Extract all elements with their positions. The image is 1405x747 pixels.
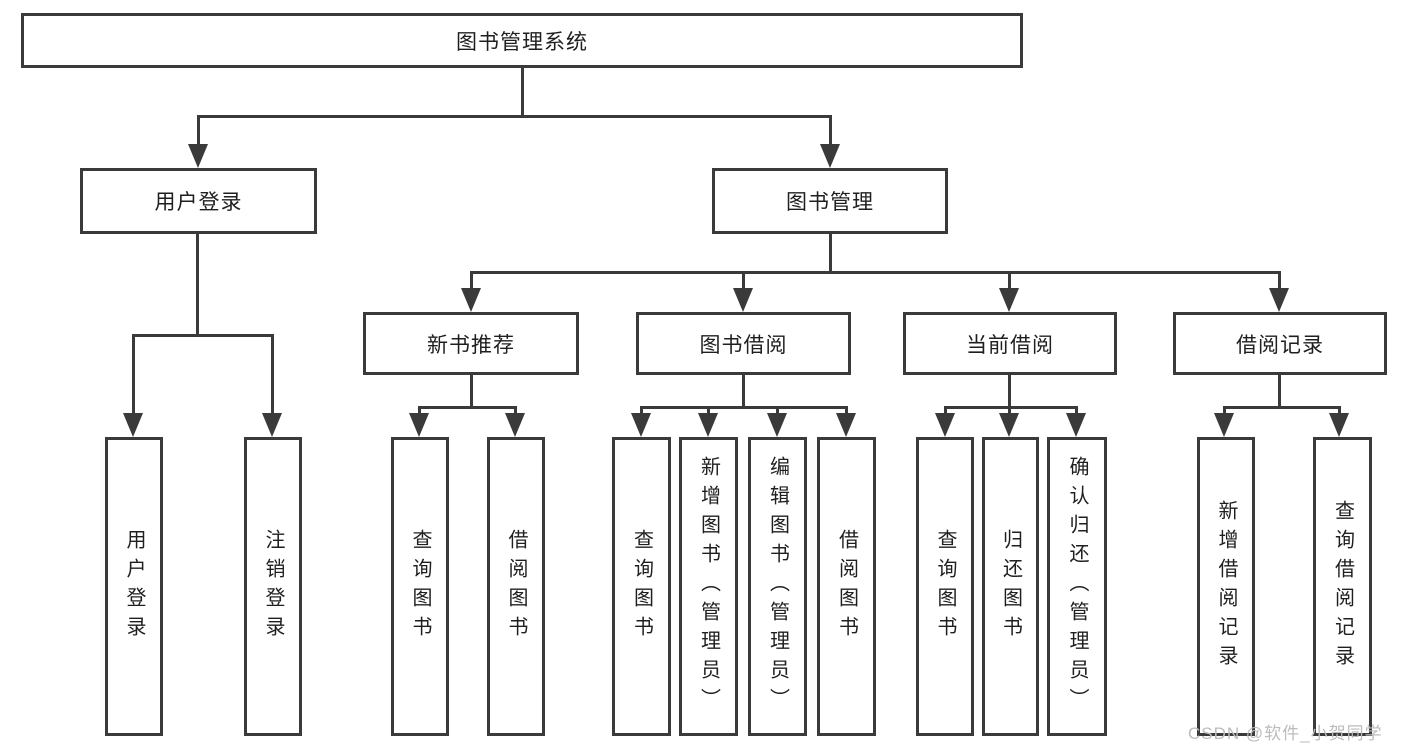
connector-book-management-stem <box>829 115 832 145</box>
connector-group-b-child4 <box>845 406 848 416</box>
connector-level1-hline <box>197 115 832 118</box>
connector-group-d-down <box>1278 375 1281 409</box>
connector-group-c-child2 <box>1008 406 1011 416</box>
node-label: 图书借阅 <box>699 333 788 357</box>
node-label: 图书管理 <box>786 191 874 214</box>
connector-group-a-child2 <box>514 406 517 416</box>
node-label: 新书推荐 <box>427 333 515 357</box>
connector-login-stem <box>132 334 135 415</box>
arrowhead-login <box>123 413 143 437</box>
arrowhead-query-books-a <box>409 413 429 437</box>
arrowhead-query-books-c <box>935 413 955 437</box>
arrowhead-borrow-books-a <box>505 413 525 437</box>
connector-group-a-child1 <box>418 406 421 416</box>
node-book-management: 图书管理 <box>712 168 948 234</box>
node-leaf-newrec-borrow-books: 借阅图书 <box>487 437 545 736</box>
arrowhead-borrow-books-b <box>836 413 856 437</box>
connector-root-stem <box>521 68 524 118</box>
arrowhead-current-borrow <box>999 288 1019 312</box>
arrowhead-return-books <box>999 413 1019 437</box>
node-label: 借阅图书 <box>835 528 858 645</box>
connector-borrow-records-stem <box>1278 271 1281 290</box>
node-leaf-query-borrow-record: 查询借阅记录 <box>1313 437 1372 736</box>
node-leaf-edit-books-admin: 编辑图书（管理员） <box>748 437 807 736</box>
node-label: 归还图书 <box>999 528 1022 645</box>
node-label: 图书管理系统 <box>456 30 588 54</box>
connector-group-c-down <box>1008 375 1011 409</box>
connector-group-b-hline <box>640 406 848 409</box>
arrowhead-add-books <box>698 413 718 437</box>
node-label: 查询借阅记录 <box>1331 499 1354 674</box>
connector-user-login-stem <box>197 115 200 145</box>
connector-group-b-child3 <box>776 406 779 416</box>
node-label: 注销登录 <box>262 528 284 645</box>
arrowhead-borrow-records <box>1269 288 1289 312</box>
csdn-watermark: CSDN @软件_小贺同学 <box>1188 724 1383 743</box>
arrowhead-query-books-b <box>631 413 651 437</box>
connector-level2-hline <box>470 271 1281 274</box>
connector-new-book-stem <box>470 271 473 290</box>
node-book-borrowing: 图书借阅 <box>636 312 851 375</box>
connector-group-b-child1 <box>640 406 643 416</box>
arrowhead-edit-books <box>767 413 787 437</box>
connector-current-borrow-stem <box>1008 271 1011 290</box>
connector-user-login-down <box>196 234 199 337</box>
connector-group-c-child1 <box>944 406 947 416</box>
node-leaf-user-login: 用户登录 <box>105 437 163 736</box>
node-label: 确认归还（管理员） <box>1066 456 1088 717</box>
node-new-book-recommend: 新书推荐 <box>363 312 579 375</box>
node-label: 用户登录 <box>123 528 145 645</box>
connector-group-d-child1 <box>1223 406 1226 416</box>
connector-group-a-down <box>470 375 473 409</box>
arrowhead-confirm-return <box>1066 413 1086 437</box>
connector-group-d-child2 <box>1338 406 1341 416</box>
node-library-system: 图书管理系统 <box>21 13 1023 68</box>
node-leaf-logout: 注销登录 <box>244 437 302 736</box>
node-leaf-return-books: 归还图书 <box>982 437 1039 736</box>
node-label: 用户登录 <box>154 191 243 214</box>
connector-book-management-down <box>829 234 832 274</box>
connector-group-a-hline <box>418 406 517 409</box>
connector-logout-stem <box>271 334 274 415</box>
node-label: 查询图书 <box>409 528 431 645</box>
node-borrowing-records: 借阅记录 <box>1173 312 1387 375</box>
node-user-login: 用户登录 <box>80 168 317 234</box>
node-label: 借阅图书 <box>505 528 527 645</box>
node-leaf-newrec-query-books: 查询图书 <box>391 437 449 736</box>
arrowhead-logout <box>262 413 282 437</box>
node-label: 借阅记录 <box>1236 333 1324 357</box>
arrowhead-book-borrow <box>733 288 753 312</box>
connector-group-b-down <box>742 375 745 409</box>
node-label: 查询图书 <box>630 528 653 645</box>
connector-user-login-hline <box>132 334 273 337</box>
connector-group-c-child3 <box>1075 406 1078 416</box>
arrowhead-query-borrow-record <box>1329 413 1349 437</box>
node-label: 新增借阅记录 <box>1215 499 1237 674</box>
node-leaf-borrow-books: 借阅图书 <box>817 437 876 736</box>
node-leaf-add-books-admin: 新增图书（管理员） <box>679 437 738 736</box>
node-leaf-add-borrow-record: 新增借阅记录 <box>1197 437 1255 736</box>
node-current-borrowing: 当前借阅 <box>903 312 1117 375</box>
arrowhead-user-login <box>188 144 208 168</box>
arrowhead-book-management <box>820 144 840 168</box>
connector-group-d-hline <box>1223 406 1341 409</box>
node-label: 当前借阅 <box>966 333 1054 357</box>
node-label: 查询图书 <box>934 528 956 645</box>
node-leaf-current-query-books: 查询图书 <box>916 437 974 736</box>
connector-group-b-child2 <box>707 406 710 416</box>
node-leaf-confirm-return-admin: 确认归还（管理员） <box>1047 437 1107 736</box>
connector-group-c-hline <box>944 406 1078 409</box>
node-leaf-borrow-query-books: 查询图书 <box>612 437 671 736</box>
node-label: 新增图书（管理员） <box>697 456 720 717</box>
node-label: 编辑图书（管理员） <box>766 456 789 717</box>
arrowhead-add-borrow-record <box>1214 413 1234 437</box>
arrowhead-new-book <box>461 288 481 312</box>
connector-book-borrow-stem <box>742 271 745 290</box>
